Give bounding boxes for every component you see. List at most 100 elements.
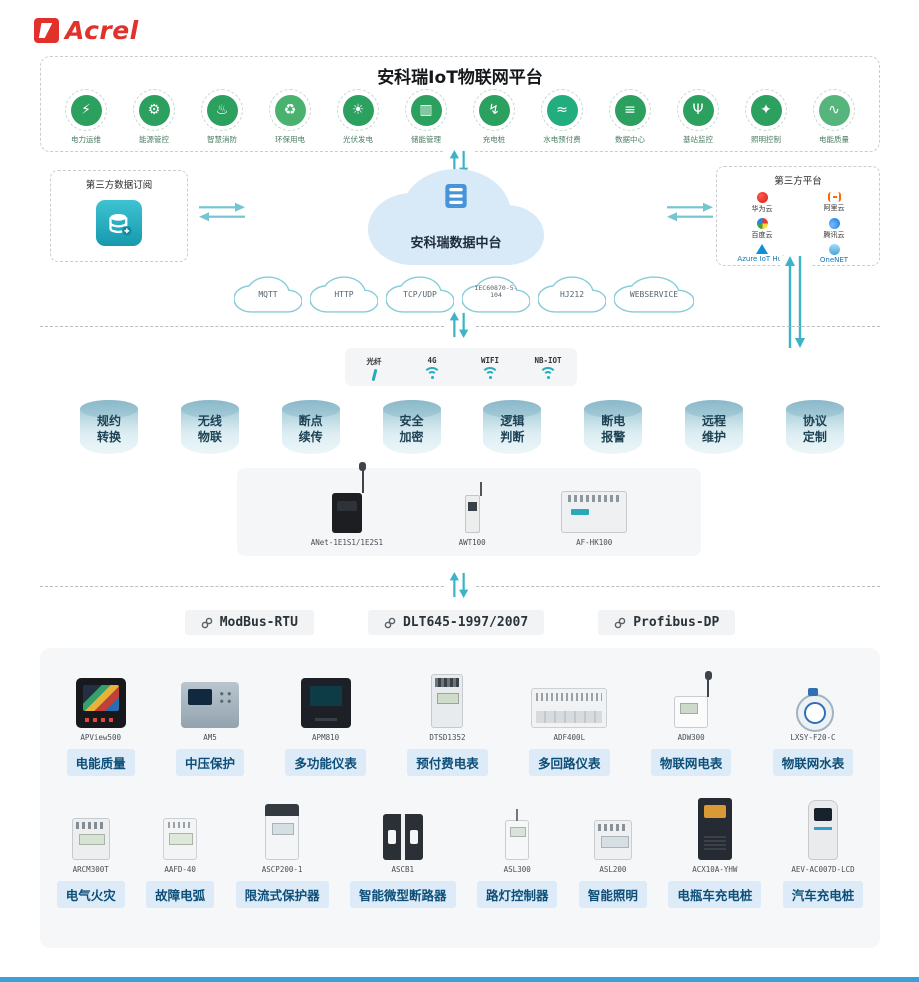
device-category-label: 物联网水表 — [772, 749, 854, 776]
app-label: 电能质量 — [819, 135, 849, 144]
lighting-icon: ✦ — [750, 94, 782, 126]
af-hk100-gateway-image — [561, 491, 628, 533]
up-down-arrow-icon — [444, 572, 474, 598]
device-model: AAFD-40 — [164, 865, 196, 874]
icon-glyph: ⚡ — [81, 102, 91, 118]
cloud-outline-icon — [538, 276, 606, 313]
vendor-azure-iot-hub: Azure IoT Hub — [727, 244, 797, 264]
subscription-box-title: 第三方数据订阅 — [85, 180, 153, 191]
aafd40-device-image — [163, 818, 198, 860]
connectivity-bar: 光纤 4G WIFI NB-IOT — [345, 348, 577, 386]
third-party-platform-box: 第三方平台 华为云 阿里云 百度云 腾讯云 Azure IoT Hub OneN… — [716, 166, 880, 266]
function-cylinder: 安全加密 — [382, 400, 441, 454]
protocol-cloud-tcp-udp: TCP/UDP — [386, 276, 454, 313]
wifi-icon — [423, 367, 441, 380]
device-category-label: 多回路仪表 — [529, 749, 610, 776]
brand-name: Acrel — [65, 16, 139, 45]
device-model: ASCP200-1 — [261, 865, 303, 874]
device-category-label: 预付费电表 — [407, 749, 488, 776]
bus-modbus-rtu: ModBus-RTU — [184, 610, 314, 635]
function-line: 加密 — [399, 429, 424, 444]
page-title: 安科瑞IoT物联网平台 — [377, 68, 543, 88]
function-cylinder: 逻辑判断 — [483, 400, 542, 454]
app-item-fire-safety: ♨ 智慧消防 — [191, 89, 253, 145]
gateway-af-hk100: AF-HK100 — [561, 489, 628, 547]
data-hub-label: 安科瑞数据中台 — [410, 236, 502, 251]
function-line: 转换 — [96, 429, 121, 444]
function-line: 维护 — [702, 429, 727, 444]
device-model: ASCB1 — [391, 865, 415, 874]
device-model: LXSY-F20-C — [790, 733, 836, 742]
app-item-energy-mgmt: ⚙能源管控 — [123, 89, 185, 145]
vendor-name: OneNET — [819, 256, 849, 264]
icon-glyph: ▥ — [419, 102, 433, 118]
icon-ring: ≈ — [541, 89, 583, 131]
app-label: 能源管控 — [139, 135, 169, 144]
azure-iot-hub-icon — [756, 244, 768, 254]
app-item-charging-pile: ↯充电桩 — [463, 89, 525, 145]
ascp200-device-image — [265, 804, 300, 860]
database-subscribe-icon — [96, 200, 142, 246]
device-category-label: 汽车充电桩 — [782, 881, 864, 908]
icon-ring: ♻ — [269, 89, 311, 131]
tencent-cloud-icon — [828, 218, 840, 229]
fire-safety-icon: ♨ — [206, 94, 238, 126]
power-quality-icon: ∿ — [818, 94, 850, 126]
app-label: 环保用电 — [275, 135, 305, 144]
edge-functions-row: 规约转换 无线物联 断点续传 安全加密 逻辑判断 断电报警 远程维护 协议定制 — [80, 400, 844, 454]
platform-applications-panel: 安科瑞IoT物联网平台 ⚡电力运维 ⚙能源管控 ♨智慧消防 ♻环保用电 ☀光伏发… — [40, 56, 880, 152]
data-center-icon: ≡ — [614, 94, 646, 126]
data-hub-cloud: 安科瑞数据中台 — [368, 166, 544, 268]
conn-fiber: 光纤 — [345, 348, 403, 386]
vendor-name: 华为云 — [751, 205, 773, 213]
conn-label: 光纤 — [366, 356, 382, 366]
app-item-lighting: ✦照明控制 — [735, 89, 797, 145]
app-label: 光伏发电 — [343, 135, 373, 144]
device-category-label: 智能照明 — [578, 881, 647, 908]
device-model: AEV-AC007D-LCD — [791, 865, 855, 874]
function-cylinder: 断点续传 — [281, 400, 340, 454]
gateway-anet: ANet-1E1S1/1E2S1 — [310, 462, 384, 547]
alibaba-cloud-icon — [827, 192, 841, 202]
icon-ring: Ψ — [677, 89, 719, 131]
device-category-label: 限流式保护器 — [235, 881, 329, 908]
icon-glyph: ☀ — [351, 102, 365, 118]
function-cylinder: 断电报警 — [584, 400, 643, 454]
icon-ring: ▥ — [405, 89, 447, 131]
arcm300t-device-image — [71, 818, 110, 860]
function-line: 规约 — [96, 414, 121, 428]
conn-wifi: WIFI — [461, 348, 519, 386]
device-category-label: 故障电弧 — [146, 881, 215, 908]
app-item-eco-power: ♻ 环保用电 — [259, 89, 321, 145]
dtsd1352-device-image — [431, 674, 464, 728]
anet-gateway-image — [331, 462, 367, 533]
protocol-cloud-mqtt: MQTT — [234, 276, 302, 313]
protocol-label: TCP/UDP — [403, 290, 437, 299]
function-line: 断点 — [298, 414, 323, 428]
cloud-shape-icon — [368, 169, 544, 265]
device-cell-dtsd1352: DTSD1352 预付费电表 — [407, 664, 488, 776]
meter-cap — [807, 688, 818, 696]
apm810-device-image — [300, 678, 351, 728]
app-label: 智慧消防 — [207, 135, 237, 144]
asl200-device-image — [593, 820, 632, 860]
device-model: ADW300 — [677, 733, 705, 742]
bus-label: DLT645-1997/2007 — [402, 615, 529, 630]
prepaid-icon: ≈ — [546, 94, 578, 126]
conn-label: WIFI — [480, 356, 500, 365]
app-label: 储能管理 — [411, 135, 441, 144]
app-label: 数据中心 — [615, 135, 645, 144]
gateway-awt100: AWT100 — [459, 482, 486, 547]
function-line: 逻辑 — [500, 414, 525, 428]
gateway-model: ANet-1E1S1/1E2S1 — [310, 538, 384, 547]
icon-glyph: Ψ — [692, 102, 704, 118]
icon-ring: ≡ — [609, 89, 651, 131]
function-line: 定制 — [802, 429, 827, 444]
device-model: DTSD1352 — [429, 733, 466, 742]
